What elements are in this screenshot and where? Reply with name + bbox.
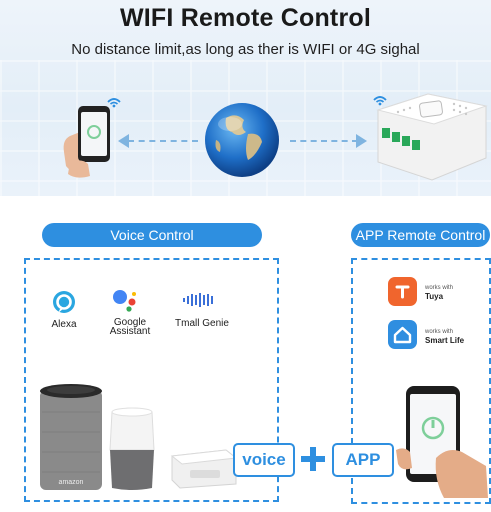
amazon-echo-speaker	[40, 384, 102, 490]
google-assistant-icon	[113, 290, 136, 312]
app-control-heading: APP Remote Control	[351, 223, 490, 247]
alexa-icon	[53, 291, 75, 313]
google-assistant-label-line1: Google	[113, 317, 147, 328]
tmall-genie-speaker	[170, 449, 238, 489]
page-subtitle: No distance limit,as long as ther is WIF…	[71, 41, 420, 58]
plus-icon	[301, 447, 325, 471]
wifi-icon-phone	[107, 98, 121, 108]
alexa-label: Alexa	[51, 319, 77, 330]
tmall-genie-label: Tmall Genie	[175, 318, 229, 329]
smart-life-label: Smart Life	[425, 336, 465, 345]
right-arrow-head	[356, 134, 367, 148]
right-arrow-line	[290, 140, 358, 142]
smart-life-icon	[388, 320, 417, 349]
page-title: WIFI Remote Control	[119, 4, 371, 32]
tuya-logo-glyph	[395, 285, 410, 299]
left-arrow-head	[118, 134, 129, 148]
tuya-label: Tuya	[425, 292, 444, 301]
amazon-logo-text: amazon	[58, 479, 84, 486]
voice-tag: voice	[233, 443, 295, 477]
home-icon	[393, 326, 412, 344]
smart-life-works-with: works with	[425, 329, 454, 335]
tmall-genie-icon	[183, 293, 213, 307]
hand-phone-app-illustration	[396, 386, 488, 498]
google-assistant-label-line2: Assistant	[109, 326, 151, 337]
voice-control-heading: Voice Control	[42, 223, 262, 247]
tuya-works-with: works with	[425, 285, 454, 291]
wifi-icon-device	[373, 96, 387, 106]
globe-icon	[205, 103, 279, 177]
smart-switch-device	[376, 93, 488, 181]
left-arrow-line	[128, 140, 198, 142]
hand-phone-illustration	[63, 106, 110, 178]
voice-control-box	[24, 258, 279, 502]
app-control-box	[351, 258, 491, 504]
google-home-speaker	[109, 407, 155, 490]
app-tag: APP	[332, 443, 394, 477]
